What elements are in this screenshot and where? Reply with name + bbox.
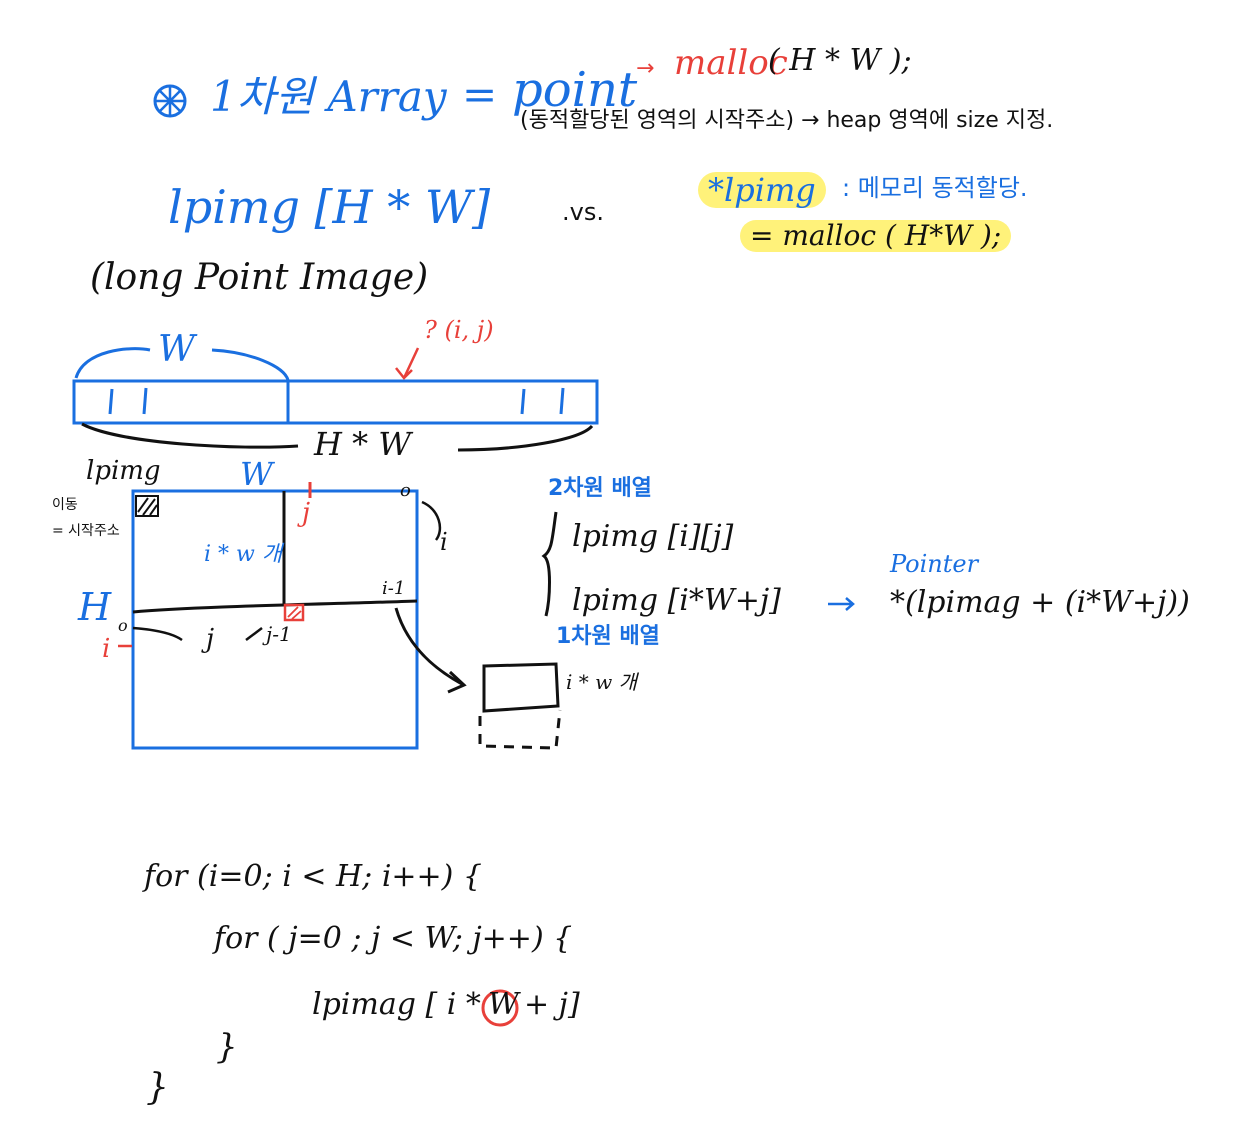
code-line-1: for (i=0; i < H; i++) { <box>144 859 483 894</box>
row-tick <box>245 627 263 641</box>
grid-i-minus-1: i-1 <box>382 578 406 599</box>
grid-i-right: i <box>440 528 448 556</box>
start-cell <box>135 495 159 517</box>
row-tick <box>132 626 183 642</box>
strip-cell-mark <box>559 387 565 415</box>
grid-w-label: W <box>240 455 273 493</box>
compare-vs: .vs. <box>562 198 604 226</box>
strip-cell-mark <box>520 388 526 415</box>
code-line-3-b: + j] <box>524 987 580 1022</box>
grid-zero-top: o <box>400 480 411 501</box>
one-d-label: 1차원 배열 <box>556 624 660 649</box>
expr-brace <box>541 511 558 617</box>
strip-hw-label: H * W <box>314 425 412 463</box>
grid-move-note-1: 이동 <box>52 497 78 513</box>
header-equals: = <box>462 70 498 119</box>
grid-lpimg-label: lpimg <box>86 456 161 486</box>
grid-zero-left: o <box>118 616 128 635</box>
hw-brace <box>81 422 299 449</box>
row-line <box>132 599 418 614</box>
header-title: 1차원 Array <box>210 72 447 121</box>
bullet-circle <box>153 84 187 118</box>
grid-j-top: j <box>302 498 311 528</box>
hw-brace <box>457 424 594 452</box>
strip-cell-mark <box>108 388 114 415</box>
header-arrow: → <box>636 56 655 81</box>
grid-move-note-2: = 시작주소 <box>52 523 120 539</box>
grid-j-bottom: j <box>206 624 215 654</box>
header-note: (동적할당된 영역의 시작주소) → heap 영역에 size 지정. <box>520 108 1054 133</box>
w-brace <box>211 348 290 381</box>
row-box <box>482 662 560 713</box>
header-point: point <box>512 62 638 118</box>
header-malloc-args: ( H * W ); <box>768 43 912 78</box>
strip-query: ? (i, j) <box>424 316 494 344</box>
bullet-asterisk <box>156 87 184 115</box>
grid-i-left: i <box>102 634 111 664</box>
i-arc <box>421 500 442 541</box>
memory-strip <box>72 379 599 425</box>
pointer-label: Pointer <box>890 550 979 578</box>
target-cell <box>283 603 305 622</box>
target-cell-hatch <box>287 606 302 620</box>
query-arrow <box>395 347 420 380</box>
pointer-expr: *(lpimag + (i*W+j)) <box>890 585 1190 620</box>
row-box-dashed <box>478 709 562 750</box>
code-line-4: } <box>216 1027 238 1067</box>
w-highlight-circle <box>481 989 519 1027</box>
grid-h-label: H <box>78 585 112 629</box>
pointer-arrow <box>828 597 855 611</box>
code-line-5: } <box>146 1067 169 1108</box>
curve-arrow-head <box>447 670 467 694</box>
grid-j-minus-1: j-1 <box>266 622 292 646</box>
strip-w-label: W <box>158 329 196 370</box>
curve-arrow <box>394 607 463 686</box>
start-cell-hatch <box>137 497 158 516</box>
compare-right-note: : 메모리 동적할당. <box>842 174 1028 202</box>
compare-long-point: (long Point Image) <box>90 257 429 298</box>
strip-cell-mark <box>142 387 148 415</box>
code-line-2: for ( j=0 ; j < W; j++) { <box>214 921 573 956</box>
compare-left: lpimg [H * W] <box>168 180 491 234</box>
code-line-3-w: W <box>488 987 519 1022</box>
compare-right-ptr: *lpimg <box>698 172 826 208</box>
one-d-expr: lpimg [i*W+j] <box>572 583 781 618</box>
row-box-label: i * w 개 <box>566 670 637 694</box>
header-malloc: malloc <box>674 43 788 83</box>
grid-i-w-label: i * w 개 <box>204 542 283 567</box>
two-d-label: 2차원 배열 <box>548 476 652 501</box>
w-brace <box>74 347 151 379</box>
compare-right-malloc: = malloc ( H*W ); <box>740 220 1012 252</box>
image-grid <box>131 489 419 750</box>
code-line-3-a: lpimag [ i * <box>312 987 481 1022</box>
two-d-expr: lpimg [i][j] <box>572 519 734 554</box>
